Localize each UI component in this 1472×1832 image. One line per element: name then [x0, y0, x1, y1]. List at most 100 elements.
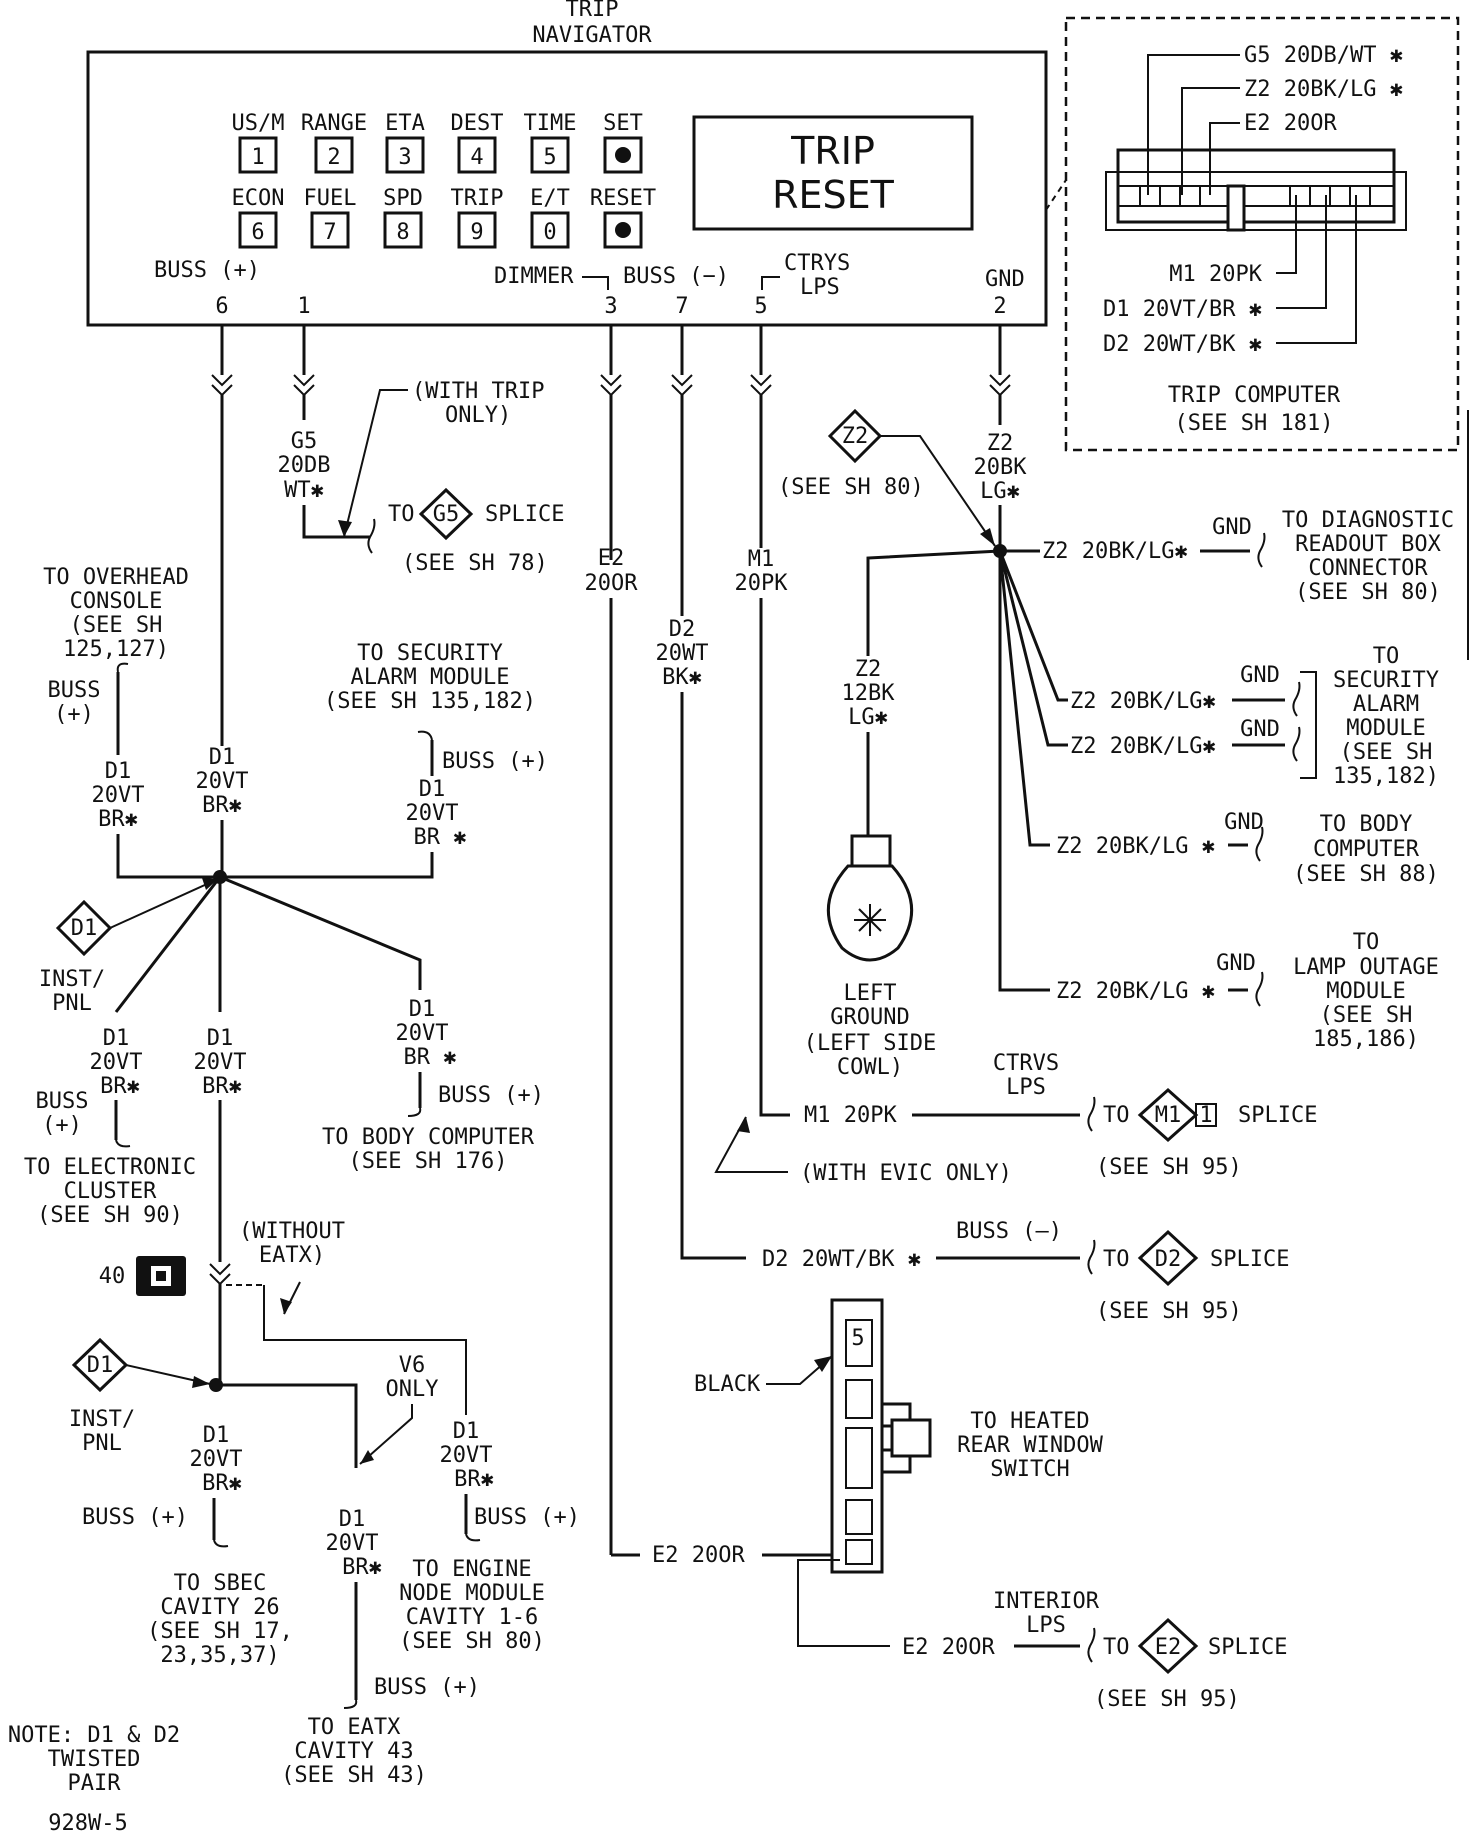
m1-to: TO — [1103, 1103, 1130, 1128]
d2-wire-b: 20WT — [656, 641, 709, 666]
z2-see-sh: (SEE SH 80) — [778, 475, 924, 500]
key-label: FUEL — [304, 186, 357, 211]
note-line3: PAIR — [68, 1771, 122, 1796]
key-number: 2 — [327, 145, 340, 170]
sec-line1: TO — [1373, 644, 1400, 669]
d1-sbec-a: D1 — [203, 1423, 230, 1448]
bc-line1: TO BODY COMPUTER — [322, 1125, 535, 1150]
keypad-button — [383, 211, 423, 249]
m1-ctrvs: CTRVS — [993, 1051, 1059, 1076]
heated-line2: REAR WINDOW — [957, 1433, 1103, 1458]
secmod-buss: BUSS (+) — [442, 749, 548, 774]
pin-number: 3 — [604, 294, 617, 319]
key-label: RESET — [590, 186, 656, 211]
m1-see-sh: (SEE SH 95) — [1096, 1155, 1242, 1180]
d1-sbec-c: BR✱ — [202, 1471, 242, 1496]
pin-number: 5 — [754, 294, 767, 319]
trip-computer-ref: (SEE SH 181) — [1175, 411, 1334, 436]
key-number: 9 — [470, 220, 483, 245]
e2-splice-id: E2 — [1155, 1635, 1182, 1660]
d1-ec-c: BR✱ — [100, 1074, 140, 1099]
keypad-row-2: ECON 6 FUEL 7 SPD 8 TRIP 9 E/T 0 RESET — [232, 186, 656, 249]
m1-wire-b: 20PK — [735, 571, 789, 596]
lamp-line1: TO — [1353, 930, 1380, 955]
d1-oh-a: D1 — [105, 759, 132, 784]
pin-label-lps: LPS — [800, 275, 840, 300]
tc-wire-top: E2 20OR — [1244, 111, 1337, 136]
navigator-display — [692, 115, 974, 231]
pin-number: 7 — [675, 294, 688, 319]
d2-splice-diamond — [1137, 1229, 1199, 1287]
g5-splice-id: G5 — [433, 502, 460, 527]
z2-wire-b: 20BK — [974, 455, 1028, 480]
pin-label-buss-neg: BUSS (−) — [623, 264, 729, 289]
key-label: TIME — [524, 111, 577, 136]
keypad-button — [310, 211, 350, 249]
bc-line2: (SEE SH 176) — [349, 1149, 508, 1174]
with-evic-only: (WITH EVIC ONLY) — [800, 1161, 1012, 1186]
pin-label-buss-pos: BUSS (+) — [154, 258, 260, 283]
diag-line2: READOUT BOX — [1295, 532, 1441, 557]
overhead-line1: TO OVERHEAD — [43, 565, 189, 590]
trip-computer-box — [1064, 16, 1460, 452]
ec-line2: CLUSTER — [64, 1179, 157, 1204]
pin-label-gnd: GND — [985, 267, 1025, 292]
g5-to: TO — [388, 502, 415, 527]
z2-sec-wire-2: Z2 20BK/LG✱ — [1070, 734, 1216, 759]
e2-see-sh: (SEE SH 95) — [1094, 1687, 1240, 1712]
cavity-5: 5 — [851, 1326, 864, 1351]
m1-lps: LPS — [1006, 1075, 1046, 1100]
d2-see-sh: (SEE SH 95) — [1096, 1299, 1242, 1324]
d2-wire-label: D2 20WT/BK ✱ — [762, 1247, 921, 1272]
key-label: E/T — [530, 186, 570, 211]
eng-line2: NODE MODULE — [399, 1581, 545, 1606]
trip-computer-title: TRIP COMPUTER — [1168, 383, 1341, 408]
reset-button — [603, 211, 643, 249]
diag-line1: TO DIAGNOSTIC — [1282, 508, 1454, 533]
sbec-line1: TO SBEC — [174, 1571, 267, 1596]
g5-splice-label: SPLICE — [485, 502, 564, 527]
sbec-line3: (SEE SH 17, — [147, 1619, 293, 1644]
d2-wire-c: BK✱ — [662, 665, 702, 690]
tc-wire-bottom: D2 20WT/BK ✱ — [1103, 332, 1262, 357]
e2-wire-a: E2 — [598, 546, 625, 571]
eatx-line3: (SEE SH 43) — [281, 1763, 427, 1788]
interior-lps: LPS — [1026, 1613, 1066, 1638]
m1-wire-label: M1 20PK — [804, 1103, 897, 1128]
pin-number: 1 — [297, 294, 310, 319]
lg-line2: GROUND — [830, 1005, 909, 1030]
z2-sec-wire-1: Z2 20BK/LG✱ — [1070, 689, 1216, 714]
sbec-line2: CAVITY 26 — [160, 1595, 279, 1620]
display-line-1: TRIP — [790, 129, 875, 173]
keypad-button — [314, 136, 354, 174]
pin-label-dimmer: DIMMER — [494, 264, 574, 289]
d1-sec-a: D1 — [419, 777, 446, 802]
m1-wire-a: M1 — [748, 547, 775, 572]
d1-ec-a: D1 — [103, 1026, 130, 1051]
display-line-2: RESET — [772, 173, 895, 217]
overhead-plus: (+) — [54, 702, 94, 727]
heated-rear-window-switch — [830, 1298, 884, 1574]
ec-buss: BUSS — [36, 1089, 89, 1114]
z2-diamond-id: Z2 — [842, 424, 869, 449]
z2-12-c: LG✱ — [848, 705, 888, 730]
connector-chevrons — [211, 374, 1011, 397]
ground-star-icon — [854, 904, 886, 936]
overhead-line4: 125,127) — [63, 637, 169, 662]
dot-icon — [615, 222, 631, 238]
g5-wire-a: G5 — [291, 429, 318, 454]
key-label: SET — [603, 111, 643, 136]
navigator-title-line1: TRIP — [566, 0, 619, 22]
diag-line3: CONNECTOR — [1308, 556, 1428, 581]
z2-lamp-wire: Z2 20BK/LG ✱ — [1056, 979, 1215, 1004]
ec-line3: (SEE SH 90) — [37, 1203, 183, 1228]
conn-40-label: 40 — [99, 1264, 126, 1289]
eng-line4: (SEE SH 80) — [399, 1629, 545, 1654]
interior-label: INTERIOR — [993, 1589, 1100, 1614]
e2-to: TO — [1103, 1635, 1130, 1660]
with-trip-only-1: (WITH TRIP — [412, 379, 544, 404]
eng-line3: CAVITY 1-6 — [406, 1605, 538, 1630]
d2-wire-a: D2 — [669, 617, 696, 642]
ec-plus: (+) — [42, 1113, 82, 1138]
